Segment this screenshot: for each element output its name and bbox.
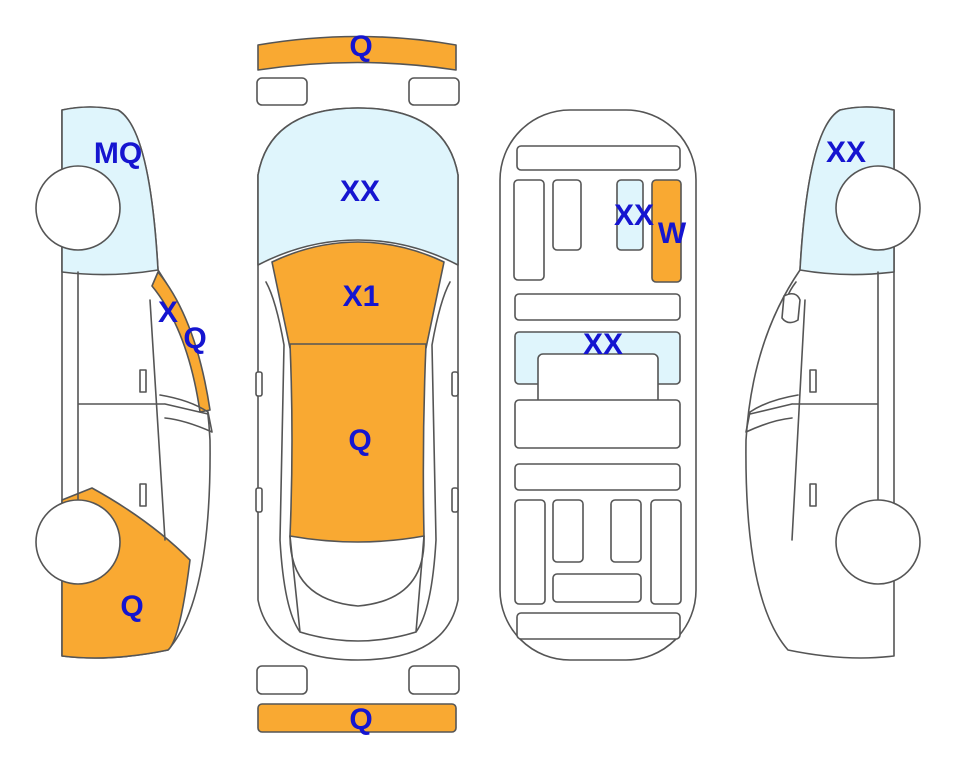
code-interior-center: XX xyxy=(583,328,623,361)
front-left-light xyxy=(256,77,308,106)
top-rear-window xyxy=(289,535,425,607)
left-door-handle-front xyxy=(139,369,147,393)
interior-bar-2 xyxy=(514,293,681,321)
top-view xyxy=(255,35,460,733)
interior-front-bar xyxy=(516,145,681,171)
right-door-lines xyxy=(745,271,879,541)
hood-panel[interactable] xyxy=(271,241,445,349)
code-left-pillar-x: X xyxy=(158,296,178,329)
roof-panel[interactable] xyxy=(289,343,427,543)
rear-left-light xyxy=(256,665,308,695)
top-side-lines xyxy=(265,281,451,642)
rear-right-light xyxy=(408,665,460,695)
interior-bar-4 xyxy=(514,463,681,491)
code-interior-window: XX xyxy=(614,199,654,232)
damage-codes: Q XX X1 Q Q MQ X Q Q XX W XX XX xyxy=(94,30,866,736)
interior-rear-right-slot xyxy=(650,499,682,605)
code-front-bumper: Q xyxy=(349,30,372,63)
code-roof: Q xyxy=(348,424,371,457)
interior-left-slot xyxy=(513,179,545,281)
interior-back-bar xyxy=(516,612,681,640)
interior-rear-slot-2 xyxy=(552,499,584,563)
right-mirror xyxy=(451,371,459,397)
code-left-rear-quarter: Q xyxy=(120,590,143,623)
code-interior-part: W xyxy=(658,217,687,250)
right-door-handle-front xyxy=(809,369,817,393)
left-side-view xyxy=(35,106,213,659)
code-left-pillar-q: Q xyxy=(183,322,206,355)
front-right-light xyxy=(408,77,460,106)
interior-window-part[interactable] xyxy=(616,179,644,251)
right-front-wheel xyxy=(835,165,921,251)
code-rear-bumper: Q xyxy=(349,703,372,736)
interior-rear-bar xyxy=(552,573,642,603)
left-front-wheel xyxy=(35,165,121,251)
right-door-handle-rear xyxy=(809,483,817,507)
left-handle-mark xyxy=(255,487,263,513)
windshield-glass[interactable] xyxy=(257,107,459,266)
interior-bar-3 xyxy=(514,399,681,449)
right-side-view xyxy=(745,106,921,659)
interior-slot-2 xyxy=(552,179,582,251)
right-rear-wheel xyxy=(835,499,921,585)
right-mirror xyxy=(781,292,801,324)
right-handle-mark xyxy=(451,487,459,513)
code-hood: X1 xyxy=(343,280,380,313)
left-door-handle-rear xyxy=(139,483,147,507)
code-right-window: XX xyxy=(826,136,866,169)
interior-view xyxy=(499,109,697,661)
left-rear-wheel xyxy=(35,499,121,585)
interior-rear-slot-3 xyxy=(610,499,642,563)
interior-orange-part[interactable] xyxy=(651,179,682,283)
interior-rear-left-slot xyxy=(514,499,546,605)
code-windshield: XX xyxy=(340,175,380,208)
code-left-window: MQ xyxy=(94,137,142,170)
left-door-lines xyxy=(77,271,213,541)
left-mirror xyxy=(255,371,263,397)
front-bumper[interactable] xyxy=(257,35,457,71)
rear-bumper[interactable] xyxy=(257,703,457,733)
